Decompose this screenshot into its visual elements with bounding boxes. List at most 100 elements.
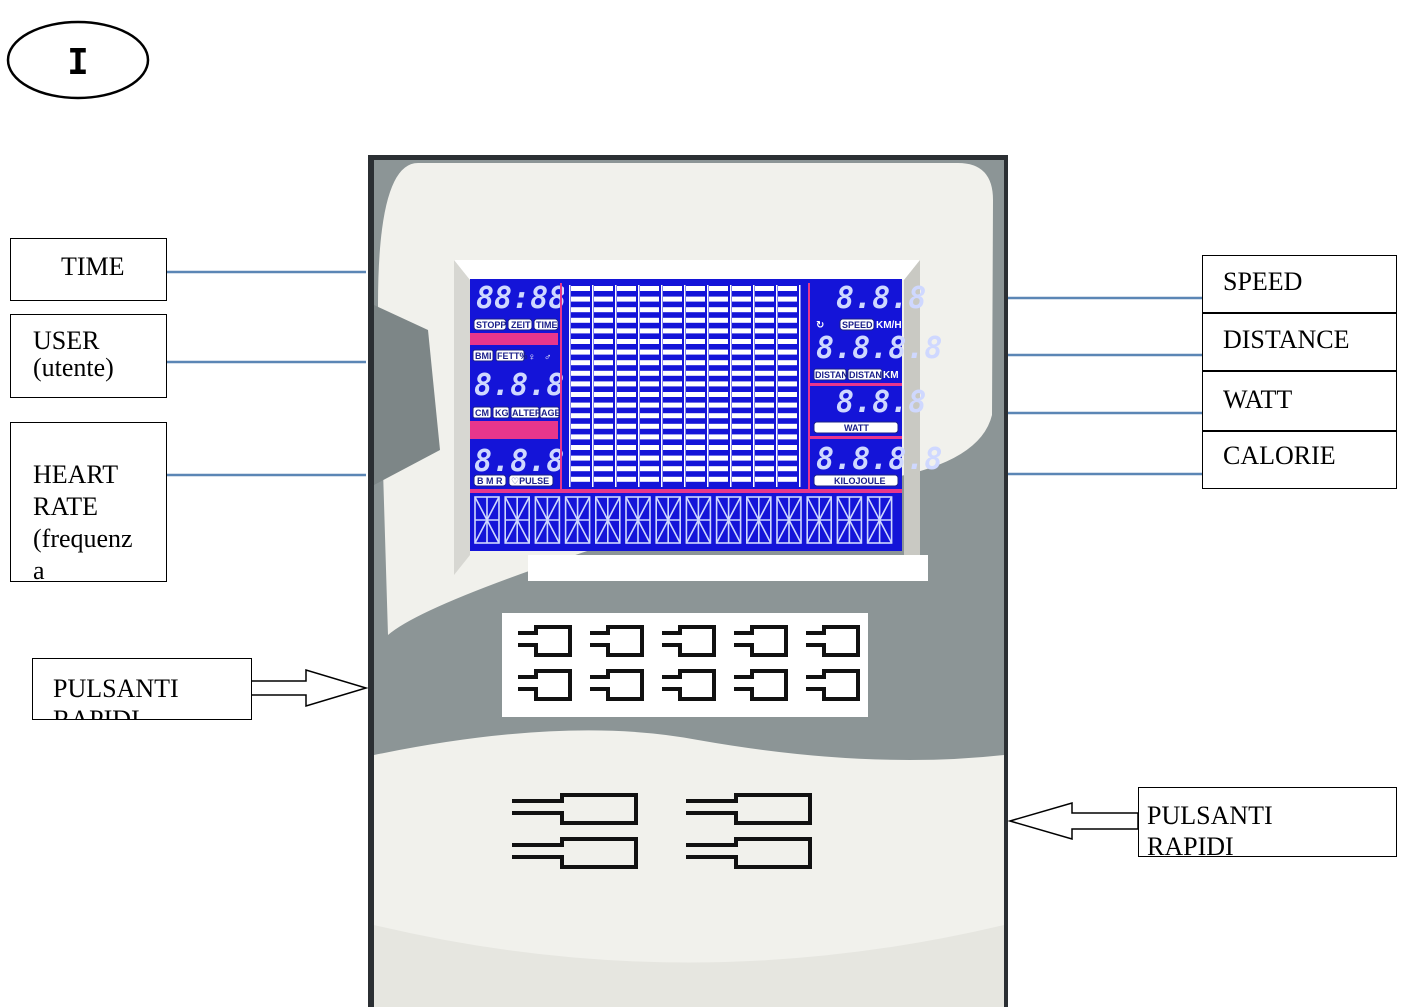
bar-segment [594, 370, 613, 376]
bar-segment [640, 307, 659, 313]
starburst-cell [715, 496, 742, 544]
bar-segment [617, 307, 636, 313]
bar-segment [663, 392, 682, 397]
bar-segment [709, 296, 728, 302]
bar-segment [686, 476, 705, 482]
bar-segment [594, 328, 613, 334]
bar-segment [617, 476, 636, 482]
bar-segment [755, 466, 774, 472]
bar-segment [778, 328, 797, 334]
bar-segment [617, 455, 636, 461]
lcd-tag-fett: FETT% [497, 351, 528, 361]
bar-segment [778, 339, 797, 344]
lcd-unit-kmh: KM/H [876, 320, 902, 331]
bar-segment [709, 413, 728, 419]
bar-segment [732, 413, 751, 419]
lcd-tag-age: AGE [541, 408, 561, 418]
bar-segment [640, 455, 659, 461]
bar-segment [617, 317, 636, 323]
bar-segment [778, 317, 797, 323]
bar-segment [594, 349, 613, 355]
bar-segment [686, 413, 705, 419]
bar-segment [640, 434, 659, 440]
callout-watt: WATT [1202, 371, 1397, 431]
bar-segment [617, 392, 636, 397]
bar-segment [640, 296, 659, 302]
quick-key-button [734, 669, 788, 701]
bar-column-line [753, 285, 755, 487]
lcd-tag-distance: DISTANCE [849, 370, 894, 380]
lcd-tag-cm: CM [475, 408, 489, 418]
callout-speed: SPEED [1202, 255, 1397, 313]
bar-segment [732, 466, 751, 472]
bar-segment [617, 402, 636, 408]
bar-segment [617, 328, 636, 334]
starburst-cell [685, 496, 712, 544]
quick-key-button [518, 669, 572, 701]
bar-segment [709, 423, 728, 429]
bar-column-line [707, 285, 709, 487]
bar-segment [640, 381, 659, 387]
bar-segment [686, 328, 705, 334]
bar-segment [571, 360, 590, 366]
callout-hr-line1: HEART [33, 460, 119, 489]
starburst-cell [564, 496, 591, 544]
bar-segment [755, 349, 774, 355]
lcd-distance-digits: 8.8.8.8 [816, 331, 942, 366]
lcd-tag-speed: SPEED [842, 320, 873, 330]
bar-segment [594, 392, 613, 397]
bar-segment [755, 317, 774, 323]
callout-quick-left-line2: RAPIDI [53, 705, 140, 720]
lcd-tag-distanz: DISTANZ [815, 370, 854, 380]
bar-segment [594, 381, 613, 387]
callout-hr-line4: a [33, 556, 45, 582]
bar-segment [571, 413, 590, 419]
bar-segment [709, 381, 728, 387]
bar-segment [732, 423, 751, 429]
bar-segment [755, 434, 774, 440]
bar-segment [594, 455, 613, 461]
bar-segment [755, 381, 774, 387]
bar-segment [686, 381, 705, 387]
bar-segment [732, 476, 751, 482]
callout-user-line1: USER [33, 326, 100, 355]
bar-segment [778, 392, 797, 397]
bar-segment [571, 296, 590, 302]
bar-segment [617, 413, 636, 419]
bar-segment [617, 381, 636, 387]
lcd-speed-digits: 8.8.8 [836, 281, 926, 316]
bar-segment [617, 423, 636, 429]
bar-segment [709, 286, 728, 291]
bar-segment [617, 370, 636, 376]
quick-key-button [518, 625, 572, 657]
bar-segment [594, 413, 613, 419]
starburst-cell [504, 496, 530, 544]
bar-column-line [569, 285, 571, 487]
bar-segment [594, 434, 613, 440]
callout-quick-right-line2: RAPIDI [1147, 832, 1234, 857]
bar-segment [571, 286, 590, 291]
quick-key-button [734, 625, 788, 657]
lcd-tag-bmi: BMI [475, 351, 492, 361]
bar-segment [732, 360, 751, 366]
section-marker: I [6, 20, 150, 100]
bar-segment [594, 296, 613, 302]
callout-distance-label: DISTANCE [1223, 325, 1350, 354]
quick-key-button [662, 669, 716, 701]
bar-segment [617, 349, 636, 355]
bar-segment [755, 370, 774, 376]
lcd-time-digits: 88:88 [476, 281, 566, 316]
bar-segment [594, 445, 613, 450]
bar-segment [640, 360, 659, 366]
bar-segment [778, 445, 797, 450]
bar-segment [755, 328, 774, 334]
bar-segment [778, 466, 797, 472]
callout-quick-right-line1: PULSANTI [1147, 801, 1273, 830]
bar-segment [732, 339, 751, 344]
bar-segment [709, 392, 728, 397]
bar-segment [571, 317, 590, 323]
arrow-right-icon [249, 668, 369, 708]
starburst-cell [595, 496, 621, 544]
bar-segment [732, 328, 751, 334]
quick-key-button [512, 837, 638, 869]
